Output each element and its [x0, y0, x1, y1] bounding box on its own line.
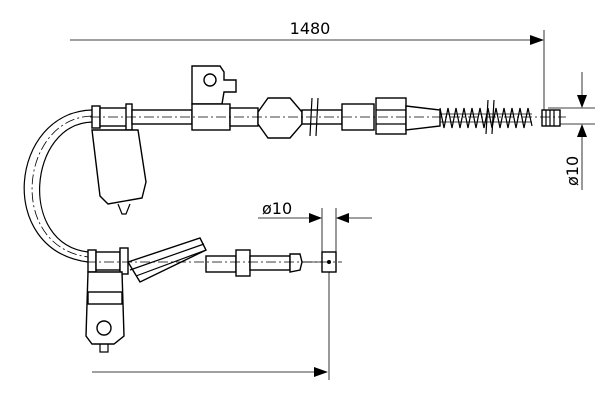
diameter-bottom-arrow-left [309, 213, 322, 223]
cable-curve-centerline [31, 115, 93, 258]
diameter-top-arrow-lower [577, 124, 587, 137]
diameter-bottom-dimension: ø10 [258, 199, 372, 252]
diameter-top-arrow-upper [577, 95, 587, 108]
cable-curve-outer [23, 109, 93, 263]
bottom-clip-edges [129, 243, 207, 277]
top-break-mark-right [315, 97, 319, 137]
diameter-bottom-label: ø10 [262, 199, 292, 218]
top-adjuster-barrel [257, 97, 303, 139]
length-label: 1480 [290, 19, 331, 38]
top-end-nipple [541, 109, 561, 127]
bottom-mounting-bracket [85, 271, 125, 345]
top-cable-assembly [90, 65, 566, 215]
top-nut-faces [376, 109, 406, 125]
bottom-sheath-collar-right [119, 247, 129, 275]
top-bracket-hole [203, 73, 217, 87]
length-dimension: 1480 [70, 19, 545, 112]
top-nut [375, 97, 407, 135]
top-nipple-knurl [545, 110, 555, 126]
top-mounting-bracket [91, 129, 147, 205]
bottom-bracket-band [87, 291, 123, 305]
diameter-bottom-arrow-right [336, 213, 349, 223]
diameter-top-dimension: ø10 [548, 72, 595, 190]
diameter-top-label: ø10 [563, 156, 582, 186]
top-spring [439, 107, 533, 129]
bottom-bracket-pin [99, 344, 109, 353]
bottom-ferrule [205, 255, 237, 273]
cable-curve [23, 109, 93, 263]
bottom-sheath-sleeve [95, 251, 121, 271]
bottom-reference-arrow [314, 367, 328, 377]
bottom-nut [235, 249, 251, 277]
cable-curve-inner [39, 121, 93, 253]
bottom-sheath-collar-left [87, 249, 97, 273]
bottom-end-taper [289, 253, 303, 273]
top-flare [405, 105, 441, 131]
bottom-bracket-hole [96, 320, 112, 336]
length-arrow-head [530, 35, 544, 45]
bottom-reference-dimension [92, 262, 330, 380]
bottom-cable-assembly [85, 237, 342, 353]
top-bracket-pin [117, 203, 131, 215]
bottom-cable-tube [249, 255, 291, 271]
bottom-angled-clip [126, 237, 207, 283]
